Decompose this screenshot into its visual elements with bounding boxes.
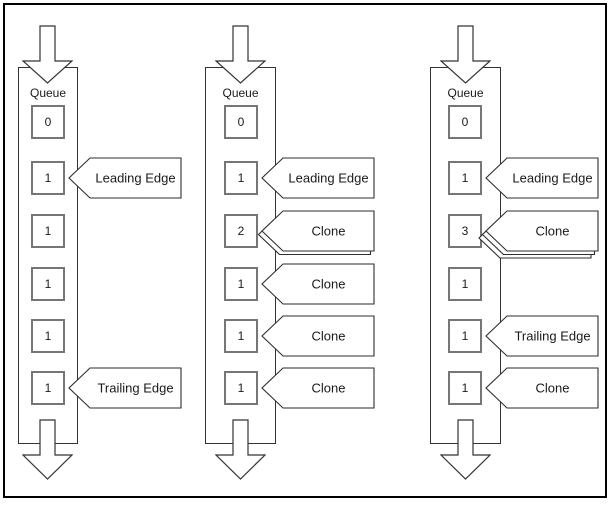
callout-clone-stack-3: Clone: [478, 210, 599, 259]
slot-value: 2: [237, 224, 245, 238]
queue-slot: 1: [31, 319, 65, 353]
queue-title: Queue: [29, 86, 67, 100]
queue-slot: 1: [224, 371, 258, 405]
callout-label: Leading Edge: [288, 171, 368, 186]
callout-leading-edge: Leading Edge: [68, 157, 182, 199]
queue-slot: 1: [31, 161, 65, 195]
down-arrow-in-icon: [215, 25, 266, 84]
slot-value: 1: [44, 329, 52, 343]
callout-clone: Clone: [261, 367, 375, 409]
slot-value: 1: [44, 277, 52, 291]
queue-slot: 1: [448, 161, 482, 195]
callout-label: Clone: [536, 224, 570, 239]
callout-trailing-edge: Trailing Edge: [68, 367, 182, 409]
callout-label: Clone: [312, 381, 346, 396]
slot-value: 1: [237, 329, 245, 343]
queue-slot: 1: [31, 371, 65, 405]
callout-clone: Clone: [485, 367, 599, 409]
queue-slot: 0: [224, 105, 258, 139]
slot-value: 1: [44, 224, 52, 238]
down-arrow-out-icon: [215, 419, 266, 480]
callout-label: Clone: [312, 329, 346, 344]
diagram-border: [3, 3, 607, 498]
callout-label: Clone: [536, 381, 570, 396]
callout-clone: Clone: [261, 263, 375, 305]
down-arrow-in-icon: [440, 25, 491, 84]
callout-label: Leading Edge: [512, 171, 592, 186]
down-arrow-out-icon: [22, 419, 73, 480]
queue-slot: 3: [448, 214, 482, 248]
slot-value: 1: [237, 381, 245, 395]
slot-value: 1: [461, 329, 469, 343]
queue-slot: 1: [224, 161, 258, 195]
slot-value: 1: [461, 277, 469, 291]
queue-title: Queue: [222, 86, 259, 100]
callout-trailing-edge: Trailing Edge: [485, 315, 599, 357]
queue-slot: 2: [224, 214, 258, 248]
callout-label: Trailing Edge: [514, 329, 590, 344]
slot-value: 1: [461, 381, 469, 395]
queue-slot: 0: [448, 105, 482, 139]
queue-slot: 1: [448, 267, 482, 301]
slot-value: 1: [237, 277, 245, 291]
callout-clone: Clone: [261, 315, 375, 357]
slot-value: 1: [461, 171, 469, 185]
slot-value: 1: [237, 171, 245, 185]
queue-slot: 1: [31, 214, 65, 248]
callout-label: Leading Edge: [95, 171, 175, 186]
callout-label: Trailing Edge: [97, 381, 173, 396]
slot-value: 0: [461, 115, 469, 129]
down-arrow-in-icon: [22, 25, 73, 84]
slot-value: 0: [44, 115, 52, 129]
queue-slot: 1: [224, 267, 258, 301]
callout-clone-stack-2: Clone: [257, 210, 375, 256]
queue-slot: 1: [448, 371, 482, 405]
queue-slot: 1: [224, 319, 258, 353]
slot-value: 1: [44, 171, 52, 185]
slot-value: 1: [44, 381, 52, 395]
queue-title: Queue: [447, 86, 484, 100]
callout-label: Clone: [312, 277, 346, 292]
queue-slot: 1: [31, 267, 65, 301]
down-arrow-out-icon: [440, 419, 491, 480]
queue-slot: 0: [31, 105, 65, 139]
slot-value: 3: [461, 224, 469, 238]
slot-value: 0: [237, 115, 245, 129]
callout-leading-edge: Leading Edge: [261, 157, 375, 199]
queue-slot: 1: [448, 319, 482, 353]
callout-label: Clone: [312, 224, 346, 239]
callout-leading-edge: Leading Edge: [485, 157, 599, 199]
